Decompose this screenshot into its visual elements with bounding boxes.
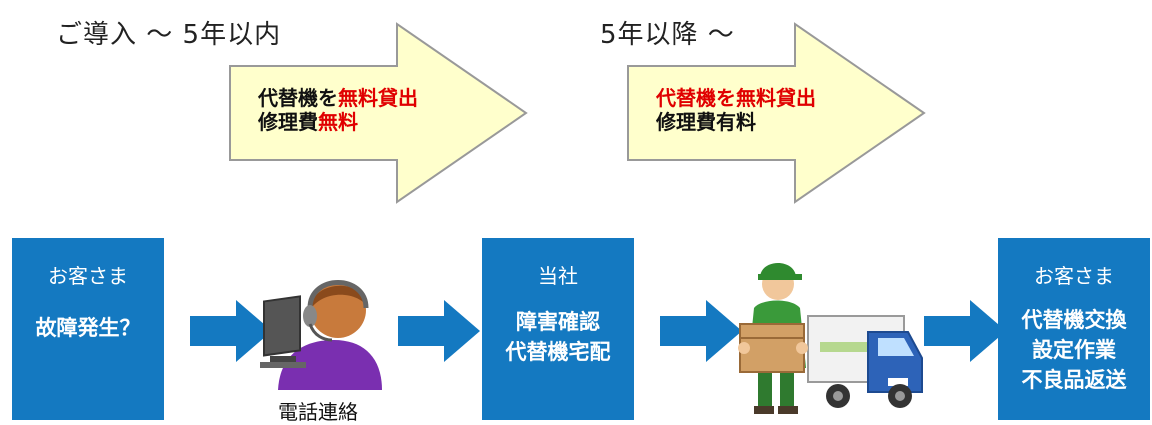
period-arrow-after-5-years xyxy=(627,22,926,204)
step-action-line: 障害確認 xyxy=(516,310,600,334)
text-part-red: 代替機を無料貸出 xyxy=(656,86,816,110)
step-action-line: 不良品返送 xyxy=(1021,368,1127,392)
step-action-line: 代替機交換 xyxy=(1021,308,1127,332)
step-action-line: 故障発生？ xyxy=(35,316,141,340)
text-part-red: 無料 xyxy=(318,110,358,134)
text-part: 代替機を xyxy=(258,86,338,110)
step-action: 代替機交換 設定作業 不良品返送 xyxy=(998,305,1150,395)
arrow-line-2: 修理費無料 xyxy=(258,110,418,134)
step-box-customer-failure: お客さま 故障発生？ xyxy=(12,238,164,420)
step-actor: お客さま xyxy=(48,264,128,288)
step-actor: 当社 xyxy=(538,264,578,288)
step-action-line: 代替機宅配 xyxy=(505,340,611,364)
step-actor: お客さま xyxy=(1034,264,1114,288)
period-label-within-5-years: ご導入 〜 5年以内 xyxy=(56,20,282,50)
delivery-truck-courier-icon xyxy=(738,263,923,414)
step-box-company-check: 当社 障害確認 代替機宅配 xyxy=(482,238,634,420)
flow-arrow-icon xyxy=(660,300,742,362)
arrow-line-1: 代替機を無料貸出 xyxy=(258,86,418,110)
arrow-line-1: 代替機を無料貸出 xyxy=(656,86,816,110)
flow-arrow-icon xyxy=(924,300,1006,362)
step-action: 故障発生？ xyxy=(12,313,164,343)
flow-arrow-icon xyxy=(190,300,272,362)
operator-caption: 電話連絡 xyxy=(278,400,358,424)
call-center-operator-icon xyxy=(260,280,382,390)
text-part: 修理費 xyxy=(258,110,318,134)
period-arrow-within-5-years xyxy=(229,22,528,204)
text-part-red: 無料貸出 xyxy=(338,86,418,110)
arrow-text-within-5-years: 代替機を無料貸出 修理費無料 xyxy=(258,86,418,134)
period-label-after-5-years: 5年以降 〜 xyxy=(600,20,735,50)
step-action: 障害確認 代替機宅配 xyxy=(482,307,634,367)
flow-arrow-icon xyxy=(398,300,480,362)
step-action-line: 設定作業 xyxy=(1032,338,1116,362)
text-part: 修理費有料 xyxy=(656,110,756,134)
arrow-line-2: 修理費有料 xyxy=(656,110,816,134)
step-box-customer-exchange: お客さま 代替機交換 設定作業 不良品返送 xyxy=(998,238,1150,420)
arrow-text-after-5-years: 代替機を無料貸出 修理費有料 xyxy=(656,86,816,134)
